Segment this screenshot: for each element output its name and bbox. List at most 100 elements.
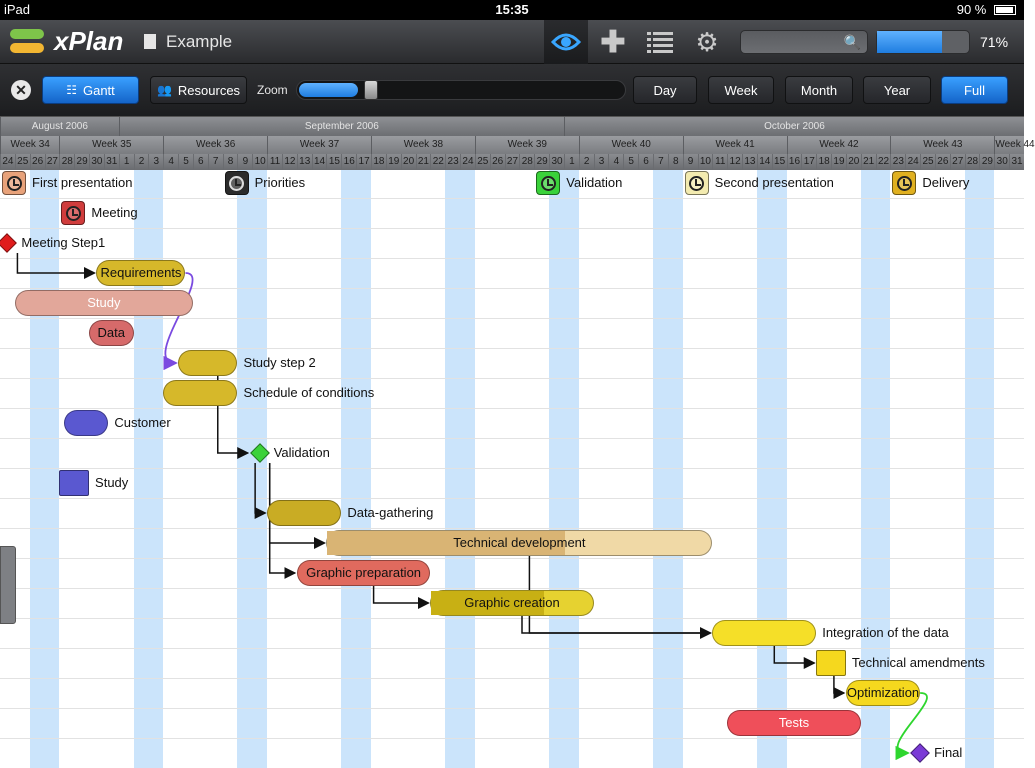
milestone-second-presentation-label: Second presentation — [714, 175, 834, 190]
dependency-link — [163, 272, 194, 371]
clock-icon[interactable] — [892, 171, 917, 195]
settings-button[interactable]: ⚙ — [690, 20, 724, 64]
side-drawer-handle[interactable] — [0, 546, 16, 624]
row-line — [0, 648, 1024, 649]
day-cell: 28 — [519, 154, 534, 170]
task-bar-data-gathering[interactable] — [267, 500, 342, 526]
task-bar-technical-development[interactable]: Technical development — [326, 530, 713, 556]
day-cell: 4 — [163, 154, 178, 170]
list-view-button[interactable] — [642, 20, 678, 64]
day-cell: 1 — [563, 154, 579, 170]
week-cell: Week 42 — [786, 136, 891, 154]
day-cell: 5 — [623, 154, 638, 170]
app-name: xPlan — [54, 26, 124, 56]
day-cell: 24 — [0, 154, 15, 170]
day-cell: 30 — [994, 154, 1009, 170]
task-bar-optimization[interactable]: Optimization — [845, 680, 921, 706]
week-cell: Week 35 — [59, 136, 163, 154]
milestone-validation-label: Validation — [273, 445, 330, 460]
row-line — [0, 588, 1024, 589]
task-technical-amendments-label: Technical amendments — [851, 655, 985, 670]
milestone-meeting-label: Meeting — [91, 205, 138, 220]
resources-view-button[interactable]: 👥Resources — [150, 76, 247, 104]
add-task-button[interactable]: ✚ — [594, 20, 632, 64]
task-bar-study-step-2[interactable] — [178, 350, 238, 376]
day-cell: 13 — [296, 154, 312, 170]
day-cell: 19 — [831, 154, 846, 170]
clock-icon[interactable] — [684, 171, 709, 195]
task-bar-schedule[interactable] — [163, 380, 238, 406]
row-line — [0, 738, 1024, 739]
day-cell: 24 — [460, 154, 475, 170]
task-bar-requirements[interactable]: Requirements — [96, 260, 186, 286]
day-cell: 23 — [445, 154, 460, 170]
row-line — [0, 498, 1024, 499]
milestone-meeting-step1-label: Meeting Step1 — [21, 235, 106, 250]
gantt-view-button[interactable]: ☷Gantt — [42, 76, 139, 104]
day-cell: 26 — [934, 154, 950, 170]
task-bar-graphic-preparation[interactable]: Graphic preparation — [296, 560, 431, 586]
task-square-study-square[interactable] — [59, 470, 90, 496]
clock-icon[interactable] — [61, 201, 86, 225]
day-cell: 5 — [178, 154, 193, 170]
day-cell: 12 — [727, 154, 742, 170]
task-label: Technical development — [453, 535, 586, 550]
scale-year-button[interactable]: Year — [863, 76, 931, 104]
task-square-technical-amendments[interactable] — [816, 650, 846, 676]
zoom-fill — [299, 83, 358, 97]
search-input[interactable]: 🔍 — [740, 30, 868, 54]
scale-day-label: Day — [653, 82, 677, 98]
task-label: Data — [97, 325, 126, 340]
gear-icon: ⚙ — [695, 26, 719, 57]
day-cell: 28 — [964, 154, 980, 170]
dependency-link — [372, 583, 430, 609]
month-cell: August 2006 — [0, 117, 119, 136]
task-bar-customer[interactable] — [63, 410, 109, 436]
task-bar-integration[interactable] — [712, 620, 817, 646]
clock-icon[interactable] — [2, 171, 26, 195]
task-bar-tests[interactable]: Tests — [727, 710, 861, 736]
scale-full-button[interactable]: Full — [941, 76, 1008, 104]
task-label: Study — [87, 295, 121, 310]
day-cell: 27 — [504, 154, 520, 170]
dependency-link — [773, 643, 816, 669]
day-cell: 3 — [593, 154, 609, 170]
dependency-link — [254, 463, 267, 519]
dependency-link — [521, 613, 712, 639]
day-cell: 13 — [742, 154, 757, 170]
search-icon: 🔍 — [843, 34, 861, 50]
day-cell: 31 — [1009, 154, 1024, 170]
day-cell: 27 — [949, 154, 965, 170]
app-toolbar: xPlan Example ✚ ⚙ 🔍 71% — [0, 20, 1024, 64]
clock-icon[interactable] — [536, 171, 561, 195]
close-icon[interactable]: ✕ — [11, 80, 31, 100]
day-cell: 17 — [356, 154, 371, 170]
task-bar-graphic-creation[interactable]: Graphic creation — [430, 590, 594, 616]
day-cell: 2 — [578, 154, 594, 170]
day-cell: 20 — [845, 154, 861, 170]
scale-day-button[interactable]: Day — [633, 76, 697, 104]
task-bar-study-bar[interactable]: Study — [14, 290, 193, 316]
scale-week-button[interactable]: Week — [708, 76, 774, 104]
day-cell: 9 — [682, 154, 698, 170]
view-button[interactable] — [544, 20, 588, 64]
zoom-handle[interactable] — [364, 80, 378, 100]
task-bar-data[interactable]: Data — [89, 320, 134, 346]
zoom-slider[interactable] — [296, 80, 626, 100]
day-cell: 14 — [311, 154, 327, 170]
day-cell: 6 — [638, 154, 653, 170]
row-line — [0, 318, 1024, 319]
week-cell: Week 37 — [267, 136, 371, 154]
day-cell: 11 — [712, 154, 727, 170]
scale-month-button[interactable]: Month — [785, 76, 853, 104]
document-title[interactable]: Example — [144, 32, 232, 52]
gantt-icon: ☷ — [66, 83, 77, 97]
day-cell: 25 — [14, 154, 30, 170]
day-cell: 7 — [207, 154, 223, 170]
row-line — [0, 348, 1024, 349]
milestone-delivery-label: Delivery — [922, 175, 970, 190]
clock-icon[interactable] — [224, 171, 249, 195]
